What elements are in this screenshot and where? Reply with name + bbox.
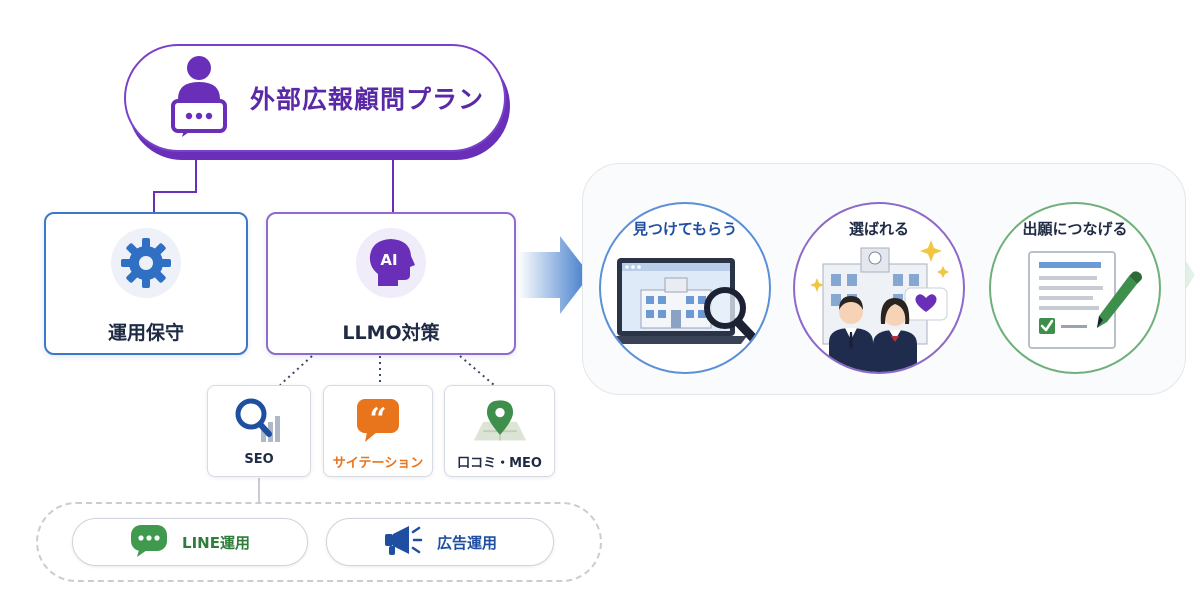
- application-form-icon: [1028, 251, 1142, 349]
- plan-pill: 外部広報顧問プラン: [124, 44, 506, 152]
- step-title-3: 出願につなげる: [1022, 220, 1128, 238]
- sub-card-meo: 口コミ・MEO: [444, 385, 555, 477]
- gear-icon: [111, 228, 181, 298]
- option-label-ad: 広告運用: [436, 533, 497, 552]
- flow-step-3: 出願につなげる: [989, 202, 1161, 374]
- step-title-2: 選ばれる: [848, 220, 909, 238]
- school-students-icon: [810, 240, 949, 372]
- sub-label-seo: SEO: [244, 452, 274, 467]
- svg-text:AI: AI: [380, 251, 397, 269]
- sub-label-meo: 口コミ・MEO: [457, 456, 542, 471]
- svg-text:“: “: [369, 402, 386, 437]
- magnifier-chart-icon: [231, 396, 287, 444]
- sub-card-seo: SEO: [207, 385, 311, 477]
- big-flow-arrow: [518, 236, 590, 314]
- llmo-to-meo-line: [459, 355, 495, 386]
- quote-bubble-icon: “: [350, 396, 406, 444]
- service-label-ops: 運用保守: [107, 322, 184, 344]
- option-label-line: LINE運用: [182, 533, 250, 552]
- chat-bubble-icon: [130, 523, 168, 561]
- sub-card-citation: “ サイテーション: [323, 385, 433, 477]
- option-pill-ad: 広告運用: [326, 518, 554, 566]
- plan-title: 外部広報顧問プラン: [250, 85, 485, 114]
- option-pill-line: LINE運用: [72, 518, 308, 566]
- laptop-search-icon: [605, 258, 760, 345]
- service-card-ops: 運用保守: [44, 212, 248, 355]
- megaphone-icon: [383, 523, 423, 561]
- service-card-llmo: AI LLMO対策: [266, 212, 516, 355]
- ai-head-icon: AI: [356, 228, 426, 298]
- plan-to-ops-line: [153, 160, 197, 212]
- sub-label-citation: サイテーション: [332, 456, 424, 471]
- options-group: [36, 502, 602, 582]
- presenter-chat-icon: [170, 55, 228, 141]
- flow-step-2: 選ばれる: [793, 202, 965, 374]
- flow-step-1: 見つけてもらう: [599, 202, 771, 374]
- service-label-llmo: LLMO対策: [342, 322, 440, 344]
- map-pin-icon: [472, 396, 528, 444]
- llmo-to-seo-line: [279, 355, 313, 386]
- step-title-1: 見つけてもらう: [632, 220, 738, 238]
